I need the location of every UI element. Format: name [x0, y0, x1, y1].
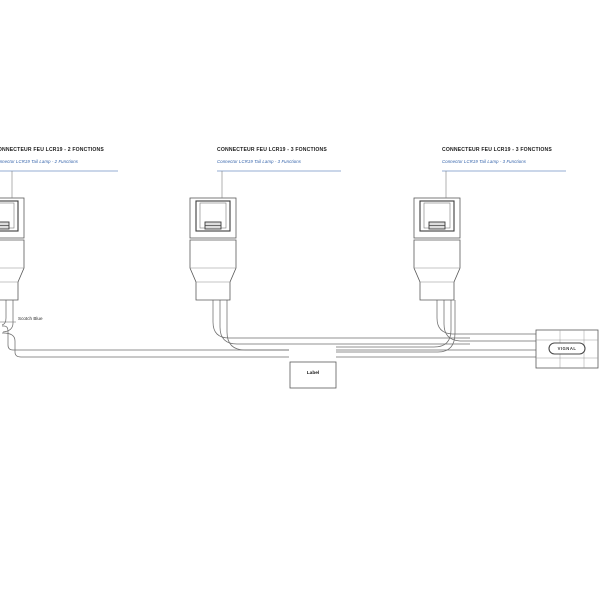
callout-3-title: CONNECTEUR FEU LCR19 - 3 FONCTIONS [442, 147, 552, 153]
wire-conn3-b [443, 300, 470, 342]
callout-1-subtitle: Connector LCR19 Tail Lamp - 2 Functions [0, 159, 78, 164]
callout-1-title: CONNECTEUR FEU LCR19 - 2 FONCTIONS [0, 147, 104, 153]
connector-2-body [189, 197, 237, 301]
wire-conn1-drop-b [2, 300, 14, 333]
callout-2-subtitle: Connector LCR19 Tail Lamp - 3 Functions [217, 159, 301, 164]
label-box-shape [289, 361, 337, 389]
callout-leaders [11, 171, 447, 198]
connector-3-body [413, 197, 461, 301]
wire-conn2-a [212, 300, 470, 339]
label-box-text: Label [306, 371, 320, 376]
callout-2-title: CONNECTEUR FEU LCR19 - 3 FONCTIONS [217, 147, 327, 153]
wire-conn3-c [336, 300, 452, 348]
callout-3-subtitle: Connector LCR19 Tail Lamp - 3 Functions [442, 159, 526, 164]
trunk-upper-edge [2, 325, 289, 351]
wire-conn2-c [226, 300, 289, 351]
trunk-lower-edge [2, 332, 289, 358]
vignal-badge-text: VIGNAL [557, 345, 577, 351]
wire-conn3-d [336, 300, 456, 353]
wire-conn3-a [436, 300, 470, 335]
scotch-blue-label: Scotch Blue [18, 316, 43, 321]
vignal-end-connector [535, 329, 599, 369]
connector-1-body [0, 197, 25, 301]
wire-conn2-b [219, 300, 470, 345]
